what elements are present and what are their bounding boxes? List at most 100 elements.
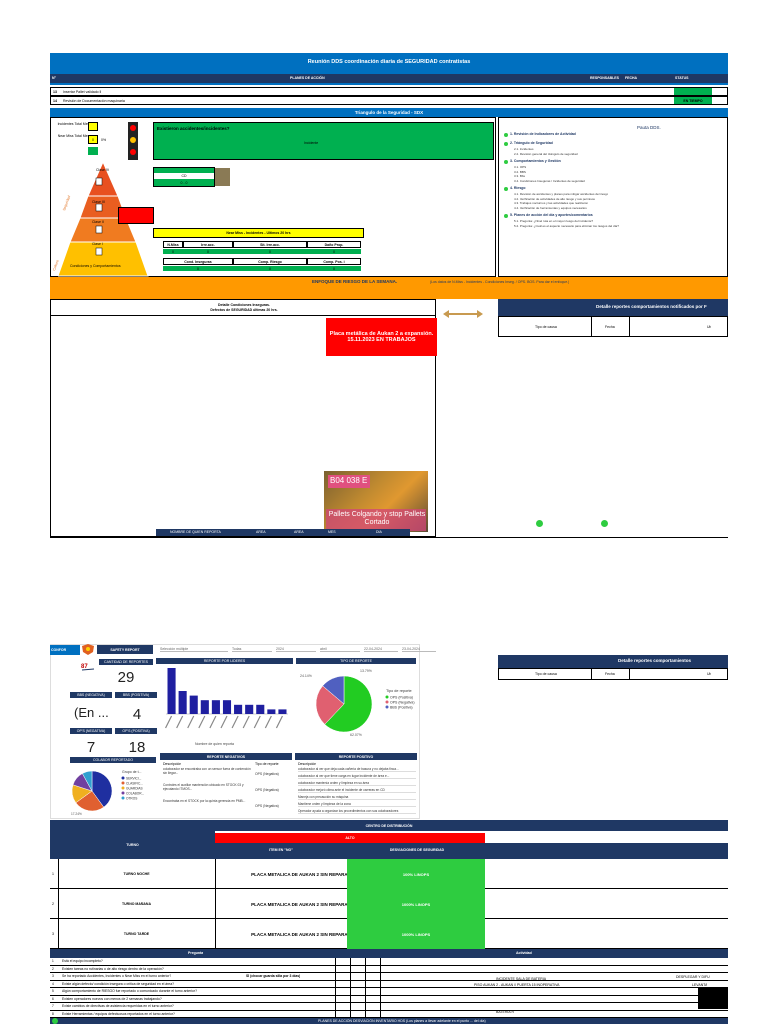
- divider: [335, 965, 336, 973]
- bar-category-tick: [231, 715, 239, 729]
- bar-category-tick: [198, 715, 206, 729]
- divider: [365, 973, 366, 980]
- divider: [380, 1003, 381, 1010]
- pregunta-num: 2: [52, 966, 54, 971]
- bar: [267, 709, 276, 714]
- filter-dropdown[interactable]: 22-04-2024: [364, 647, 398, 652]
- pie-legend-item: BBS (Positiva): [390, 706, 413, 710]
- preguntas-footer: PLANES DE ACCIÓN DESVIACIÓN INVENTARIO H…: [50, 1018, 728, 1024]
- cd-mini-value: 0 - 0: [154, 179, 214, 186]
- filter-dropdown[interactable]: Selección múltiple: [160, 647, 228, 652]
- footer-col: AREA: [256, 530, 266, 534]
- activity-line: BATERIA R: [496, 1010, 515, 1014]
- detalle-top-title: Detalle reportes comportamientos notific…: [596, 304, 707, 309]
- cd-mini-box: CD 0 - 0: [153, 167, 215, 187]
- kpi-label: BBS (NEGATIVA): [70, 692, 112, 698]
- neg-col: Tipo de reporte: [255, 762, 279, 766]
- col-num: N°: [52, 76, 56, 80]
- pauta-bullet-icon: [504, 187, 508, 191]
- triangle-panel: [50, 117, 496, 277]
- centro-desv: 100% LINOPS: [402, 871, 430, 877]
- kpi-label: OP'S (POSITIVA): [115, 728, 157, 734]
- incident-answer: Incidente: [304, 141, 319, 145]
- col-turno: TURNO: [126, 843, 139, 847]
- pos-title: REPORTE POSITIVO: [295, 753, 417, 760]
- divider: [629, 317, 630, 336]
- alert-placa-box: Placa metálica de Aukan 2 a expansión. 1…: [326, 318, 437, 356]
- bar-chart-xlabel: Nombre de quien reporta: [195, 742, 234, 746]
- plan-status-cell: [674, 88, 712, 95]
- class-label-i: Clase I: [92, 242, 103, 246]
- col-plans: PLANES DE ACCIÓN: [290, 76, 325, 80]
- pregunta-answer: SÍ (chocar guarda silla por 3 días): [246, 974, 301, 978]
- pos-description: Maneja con precaución su máquina: [298, 795, 416, 800]
- pos-description: Operador ayuda a organizar los procedimi…: [298, 809, 416, 814]
- centro-title: CENTRO DE DISTRIBUCIÓN: [50, 820, 728, 831]
- svg-text:87: 87: [81, 664, 88, 670]
- near-header: Sit. Irre.acc.: [233, 241, 307, 248]
- pie-legend-title: Tipo de reporte: [386, 689, 412, 693]
- filter-dropdown[interactable]: 23-04-2024: [402, 647, 436, 652]
- detalle-bottom-title: Detalle reportes comportamientos: [618, 658, 692, 663]
- legend-swatch: [385, 695, 389, 699]
- filter-dropdown[interactable]: Todas: [232, 647, 272, 652]
- bar: [200, 700, 209, 714]
- col-status: STATUS: [675, 76, 689, 80]
- divider: [380, 995, 381, 1003]
- pregunta-text: Existe cambios de directivas de asistenc…: [62, 1004, 174, 1008]
- centro-turno: TURNO MAÑANA: [122, 902, 151, 906]
- photo-caption: Pallets Colgando y stop Pallets Cortado: [328, 511, 426, 526]
- detalle-col: Fecha: [605, 672, 615, 676]
- bar-category-tick: [220, 715, 228, 729]
- colab-slice: [82, 770, 93, 792]
- pallet-photo: B04 038 E Pallets Colgando y stop Pallet…: [324, 471, 428, 532]
- plan-row[interactable]: 13 Insertar Pallet validado ll: [50, 87, 728, 96]
- pauta-subitem: 3.4. Condiciones Inseguras / Incidentes …: [514, 178, 585, 183]
- pauta-heading: 5. Planes de acción del día y aportes/co…: [510, 213, 593, 217]
- sheet-title: Reunión DDS coordinación diaria de SEGUR…: [50, 53, 728, 71]
- leaders-bar-chart: [165, 668, 288, 729]
- col-date: FECHA: [625, 76, 638, 80]
- divider: [350, 1003, 351, 1010]
- centro-desv-cell: 1000% LINOPS: [347, 919, 485, 949]
- filter-dropdown[interactable]: 2024: [276, 647, 316, 652]
- pauta-bullet-icon: [504, 160, 508, 164]
- pos-list: colaborador al ver que deja cada cañería…: [295, 767, 417, 817]
- traffic-light: [128, 122, 138, 160]
- safety-pyramid: [58, 160, 149, 277]
- pauta-heading: 3. Comportamientos y Gestión: [510, 159, 561, 163]
- enfoque-bar: ENFOQUE DE RIESGO DE LA SEMANA. (Los dat…: [50, 277, 728, 299]
- condiciones-panel: Detalle Condiciones Inseguras. Defectos …: [50, 299, 436, 537]
- filter-dropdown[interactable]: abril: [320, 647, 360, 652]
- pie-chart-title: TIPO DE REPORTE: [296, 658, 416, 664]
- plan-row[interactable]: 14 Revisión de Documentación maquinaria …: [50, 96, 728, 105]
- cond-header: Comp. Pos. i: [307, 258, 361, 265]
- neg-description: Controles el auxiliar mantención ubicado…: [163, 783, 244, 791]
- bar: [167, 668, 176, 714]
- near-miss-table: N.Miss Irre.acc. Sit. Irre.acc. Daño Pro…: [163, 241, 361, 275]
- divider: [335, 973, 336, 980]
- pregunta-num: 4: [52, 981, 54, 986]
- bar: [211, 700, 220, 714]
- centro-desv: 1000% LINOPS: [401, 931, 431, 937]
- detalle-col: Fecha: [605, 325, 615, 329]
- class-alert-box: [118, 207, 154, 224]
- bar-category-tick: [165, 715, 173, 729]
- kpi-label: CANTIDAD DE REPORTES: [99, 659, 153, 665]
- class-label-iii: Clase III: [92, 200, 105, 204]
- preguntas-footer-text: PLANES DE ACCIÓN DESVIACIÓN INVENTARIO H…: [318, 1019, 486, 1023]
- detalle-col: Tipo de causa: [535, 672, 557, 676]
- pauta-subitem: 3.1. OPS: [514, 165, 527, 169]
